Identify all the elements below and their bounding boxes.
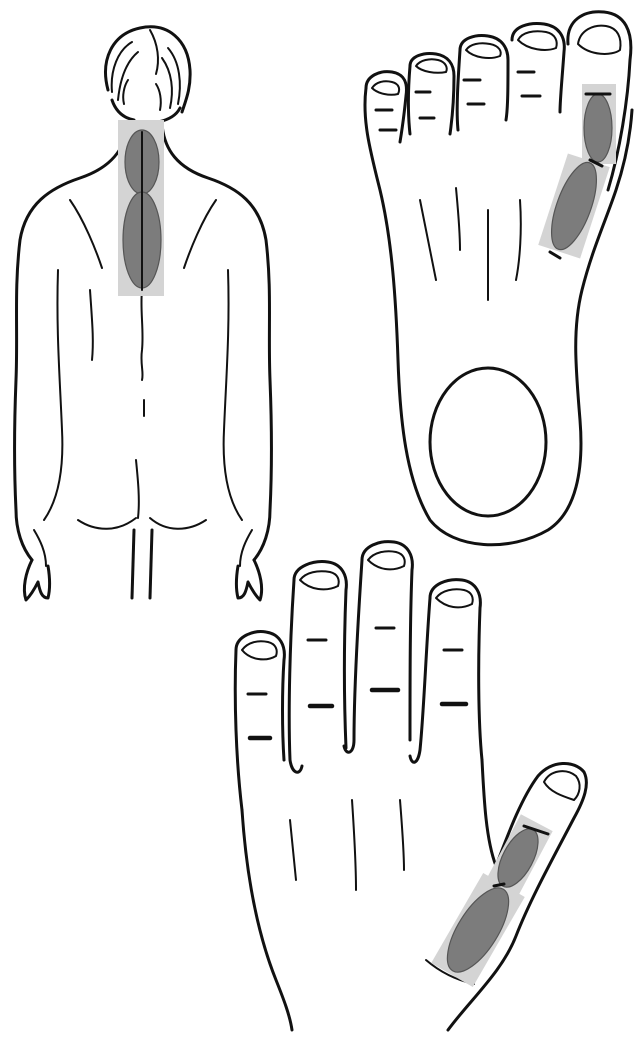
hand-zone — [431, 814, 552, 987]
heel-outline — [430, 368, 546, 516]
foot-sole-view — [365, 12, 632, 545]
foot-zone — [538, 84, 616, 258]
back-view — [15, 27, 272, 600]
middle-finger — [362, 542, 412, 740]
foot-cervical-zone — [584, 94, 612, 162]
head-hair — [106, 27, 191, 122]
hand-palm-view — [235, 542, 586, 1030]
